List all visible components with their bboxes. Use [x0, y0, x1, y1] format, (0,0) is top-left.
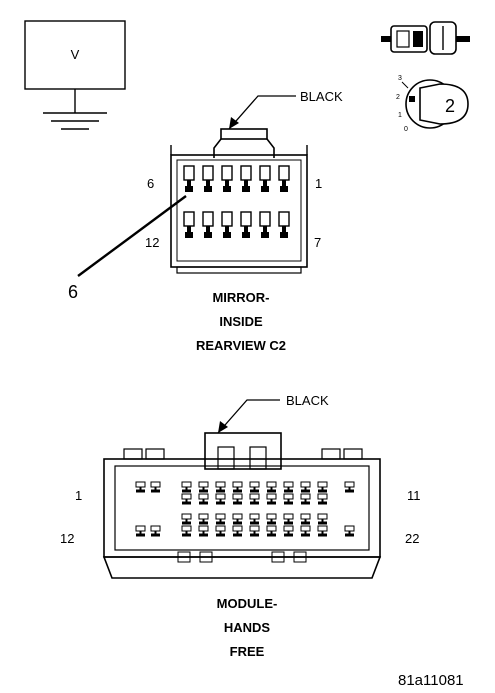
mirror-pin-12-label: 12 — [145, 235, 159, 250]
module-connector — [102, 399, 382, 579]
module-pin-11-label: 11 — [407, 488, 421, 503]
mirror-connector — [77, 95, 308, 277]
probe-pin-label: 6 — [68, 282, 78, 302]
key-position-3: 3 — [398, 75, 402, 82]
key-position-1: 1 — [398, 112, 402, 119]
figure-id: 81a11081 — [398, 672, 464, 689]
ignition-key-icon — [401, 79, 469, 129]
module-connector-color: BLACK — [286, 393, 329, 408]
key-position-2: 2 — [396, 94, 400, 101]
mirror-connector-color: BLACK — [300, 89, 343, 104]
module-pin-12-label: 12 — [60, 531, 74, 546]
key-position-0: 0 — [404, 126, 408, 133]
mirror-pin-1-label: 1 — [315, 176, 322, 191]
key-position-number: 2 — [445, 96, 455, 116]
mirror-title-line-2: INSIDE — [219, 314, 263, 329]
mirror-title-line-1: MIRROR- — [212, 290, 269, 305]
voltmeter-icon — [24, 20, 126, 130]
module-title-line-1: MODULE- — [217, 596, 278, 611]
module-title-line-2: HANDS — [224, 620, 271, 635]
module-title-line-3: FREE — [230, 644, 265, 659]
mirror-pin-6-label: 6 — [147, 176, 154, 191]
module-pin-22-label: 22 — [405, 531, 419, 546]
disconnect-connector-icon — [381, 21, 470, 55]
meter-label: V — [71, 47, 80, 62]
module-pin-1-label: 1 — [75, 488, 82, 503]
mirror-pin-7-label: 7 — [314, 235, 321, 250]
mirror-title-line-3: REARVIEW C2 — [196, 338, 286, 353]
